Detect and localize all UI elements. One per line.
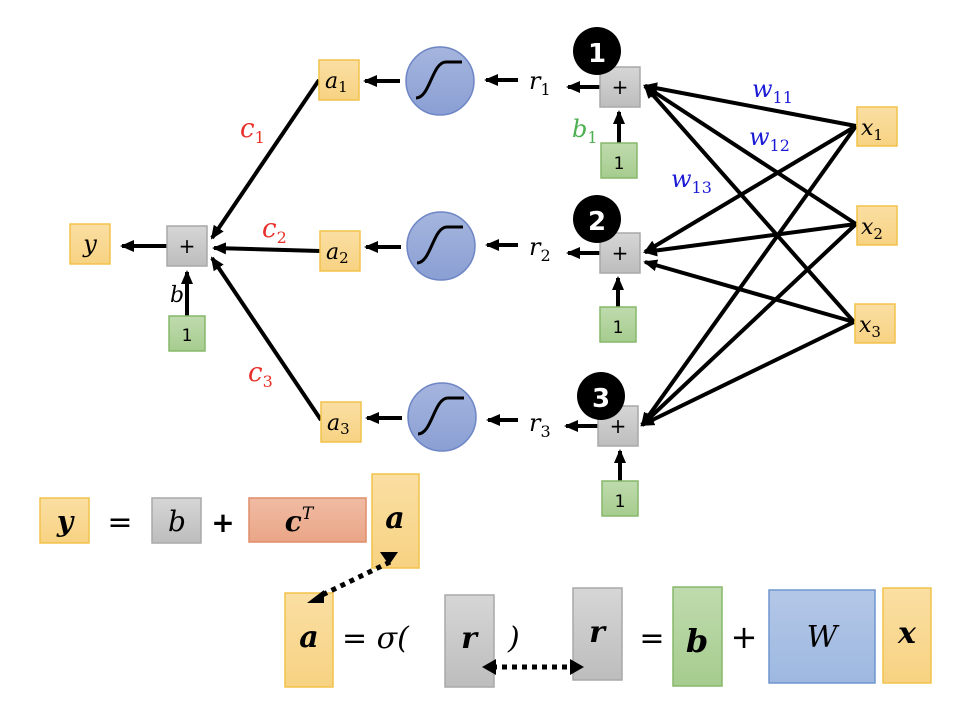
edge-a1-to-sum: [210, 78, 321, 240]
svg-text:3: 3: [592, 384, 610, 414]
output-label: y: [82, 230, 97, 258]
svg-text:b: b: [168, 505, 186, 538]
edges-layer: [120, 74, 858, 481]
svg-text:): ): [507, 621, 520, 656]
step-badge-2: 2: [573, 195, 621, 243]
pre-activation-r3: r3: [529, 409, 551, 441]
weight-label-c1: c1: [240, 114, 265, 147]
svg-text:+: +: [612, 75, 629, 99]
svg-text:a1: a1: [325, 69, 348, 96]
step-badge-1: 1: [573, 27, 621, 75]
output-sum-node: +: [166, 225, 208, 267]
svg-text:x3: x3: [859, 313, 881, 341]
pre-activation-r1: r1: [529, 67, 551, 99]
svg-text:1: 1: [615, 492, 626, 512]
svg-text:cT: cT: [285, 504, 315, 538]
sigmoid-icon: [406, 211, 476, 281]
eq-cT-box: [248, 497, 367, 543]
edge-x1-to-sum3: [640, 124, 858, 427]
svg-text:=: =: [107, 505, 132, 540]
arrowhead-left: [307, 590, 324, 603]
svg-text:= σ(: = σ(: [342, 621, 410, 656]
edge-x3-to-sum2: [643, 259, 855, 324]
eq-y-box: [39, 497, 90, 544]
edge-x1-to-sum1: [643, 82, 857, 128]
svg-text:1: 1: [614, 154, 625, 174]
svg-text:+: +: [610, 414, 627, 438]
bias-label-b1: b1: [572, 115, 598, 147]
edge-x3-to-sum3: [640, 320, 855, 427]
svg-text:1: 1: [182, 326, 193, 346]
activation-node-a2: a2: [319, 230, 361, 272]
edge-x2-to-sum2: [643, 222, 857, 257]
svg-text:2: 2: [588, 207, 606, 237]
input-node-x2: x2: [856, 205, 898, 246]
svg-text:a: a: [299, 620, 318, 655]
eq2-a-box: [284, 592, 334, 688]
arrowhead-right: [570, 659, 584, 675]
svg-text:a2: a2: [326, 240, 349, 267]
svg-text:+: +: [612, 241, 629, 265]
svg-text:a3: a3: [327, 411, 350, 438]
arrowhead-down: [380, 552, 398, 565]
input-node-x3: x3: [854, 303, 896, 344]
hidden-bias-input-2: 1: [599, 306, 637, 343]
svg-text:a: a: [385, 501, 404, 536]
output-node-y: y: [69, 223, 111, 265]
svg-text:x1: x1: [861, 116, 883, 144]
svg-text:+: +: [731, 618, 758, 656]
activation-node-a1: a1: [318, 59, 360, 101]
arrowhead-left: [482, 659, 496, 675]
eq3-x-box: [882, 587, 932, 684]
svg-text:+: +: [211, 506, 234, 539]
edge-a2-to-sum: [212, 242, 321, 255]
weight-label-w11: w11: [752, 75, 793, 107]
svg-text:y: y: [56, 505, 75, 538]
weight-label-w13: w13: [671, 165, 712, 197]
edge-a3-to-sum: [210, 256, 323, 422]
edge-x1-to-sum2: [643, 124, 858, 254]
edge-x2-to-sum1: [643, 84, 858, 226]
svg-text:b: b: [686, 622, 708, 660]
eq3-r-box: [572, 587, 623, 681]
equation-activation: a = σ( r ): [284, 592, 520, 688]
sigmoid-icon: [405, 46, 475, 116]
svg-text:x: x: [897, 616, 917, 651]
svg-text:r: r: [589, 615, 607, 650]
equation-output: y = b + cT a: [39, 473, 420, 569]
svg-text:=: =: [639, 621, 664, 656]
weight-label-c2: c2: [262, 214, 287, 247]
svg-text:1: 1: [588, 39, 606, 69]
dotted-arrow-a-to-a: [316, 559, 392, 600]
dotted-connectors: [307, 552, 584, 675]
eq-b-box: [151, 497, 202, 544]
hidden-sum-node-1: +: [599, 66, 641, 108]
hidden-bias-input-3: 1: [601, 480, 639, 517]
edge-x3-to-sum1: [643, 84, 856, 324]
pre-activation-r2: r2: [529, 233, 551, 265]
eq2-r-box: [444, 594, 495, 688]
weight-label-w12: w12: [749, 123, 790, 155]
step-badge-3: 3: [577, 372, 625, 420]
sum-label: +: [179, 234, 196, 258]
svg-text:x2: x2: [861, 215, 883, 243]
activation-node-a3: a3: [320, 401, 362, 443]
svg-text:W: W: [807, 620, 840, 655]
output-bias-label: b: [170, 283, 184, 308]
hidden-bias-input-1: 1: [600, 142, 638, 179]
edge-x2-to-sum3: [640, 222, 858, 427]
input-node-x1: x1: [856, 106, 898, 147]
eq3-W-box: [768, 589, 876, 684]
svg-text:r: r: [461, 621, 479, 656]
weight-label-c3: c3: [248, 358, 273, 391]
equation-preactivation: r = b + W x: [572, 586, 932, 687]
svg-text:1: 1: [613, 318, 624, 338]
eq3-b-box: [672, 586, 723, 687]
output-bias-input: 1: [168, 315, 206, 352]
sigmoid-icon: [407, 382, 477, 452]
